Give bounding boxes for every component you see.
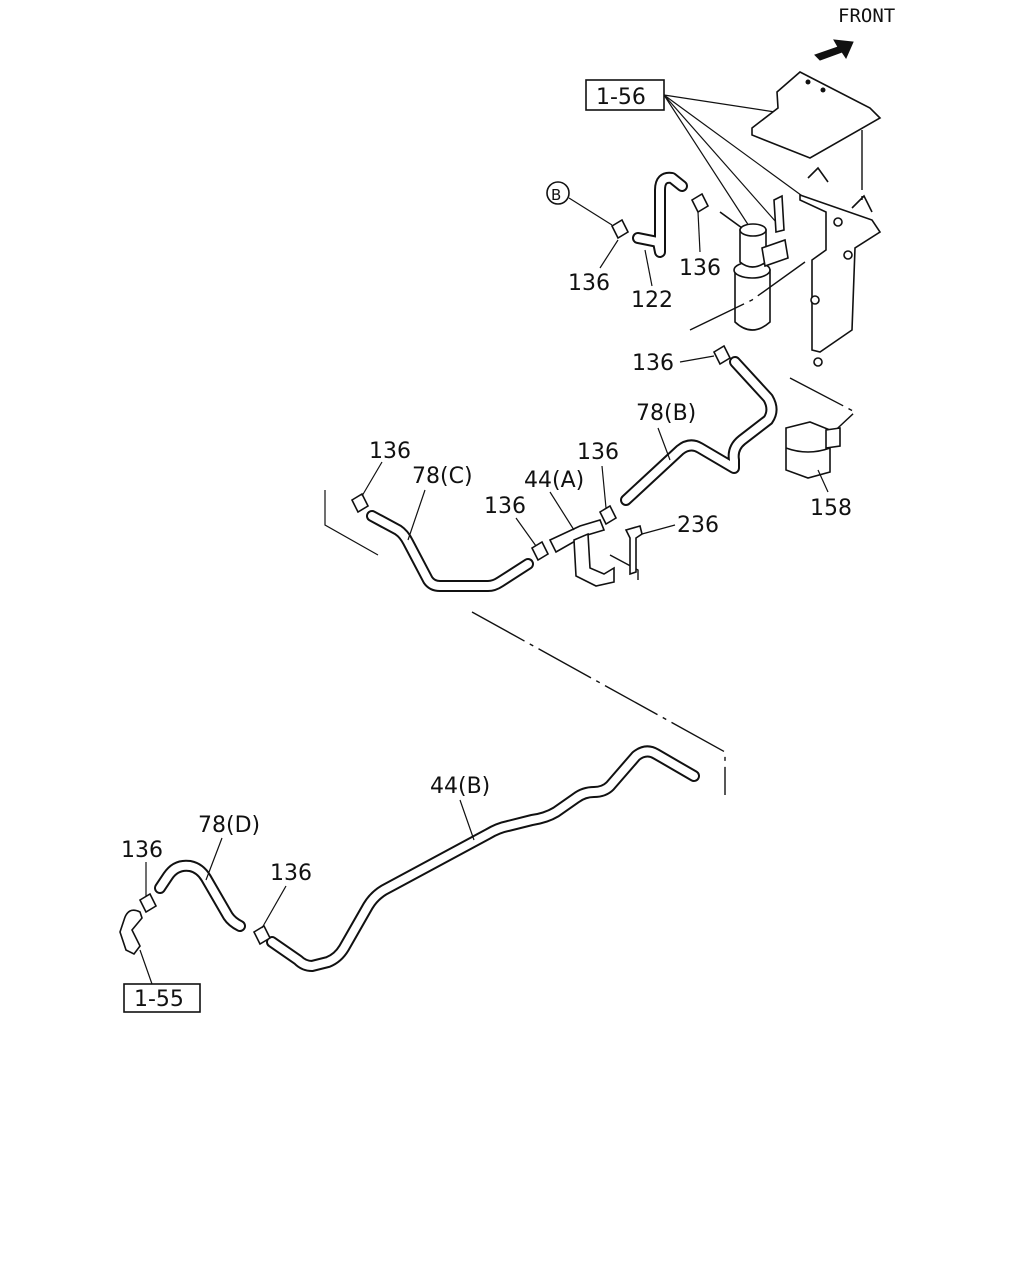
callout-136-bottom-mid: 136 (270, 861, 312, 886)
leader-44b (459, 799, 475, 841)
hose-78c-inner (368, 512, 532, 590)
callout-136-upper: 136 (632, 351, 674, 376)
callout-136-top-left: 136 (568, 271, 610, 296)
callout-136-44a: 136 (577, 440, 619, 465)
callout-78b: 78(B) (636, 401, 696, 426)
clamp-136-d[interactable] (350, 492, 370, 514)
leader-236 (641, 524, 676, 535)
clamp-136-f[interactable] (598, 504, 618, 526)
clamp-136-g[interactable] (138, 892, 158, 914)
callout-136-top-mid: 136 (679, 256, 721, 281)
leader-78b (657, 427, 671, 461)
plate-hole-1 (805, 79, 811, 85)
callout-136-mid: 136 (484, 494, 526, 519)
ref-1-56-label: 1-56 (596, 85, 646, 110)
callout-158: 158 (810, 496, 852, 521)
leader-136-upper (679, 355, 715, 363)
bracket-hole-1 (833, 217, 843, 227)
leader-1-56-c (663, 94, 777, 223)
leader-122 (644, 249, 653, 287)
callout-136-bottom-left: 136 (121, 838, 163, 863)
ref-box-1-55[interactable] (123, 983, 201, 1013)
clamp-136-a[interactable] (610, 218, 630, 240)
hose-78b-inner (622, 358, 776, 504)
leader-78d (205, 837, 223, 881)
callout-236: 236 (677, 513, 719, 538)
left-dash-frame (324, 490, 379, 556)
canister-cap (739, 223, 767, 237)
hose-stub (119, 909, 143, 956)
leader-136-top-left (599, 239, 619, 269)
leader-1-56-d (663, 94, 806, 199)
front-arrow-icon (814, 39, 854, 61)
pipe-44b-inner (268, 747, 698, 970)
bracket-clip-2 (851, 194, 873, 213)
hose-78d-inner (156, 861, 244, 930)
bolt-236[interactable] (624, 525, 643, 576)
bracket-hole-4 (813, 357, 823, 367)
bracket-clip-1 (807, 166, 829, 183)
leader-1-56-a (663, 94, 776, 113)
bracket (799, 193, 882, 353)
bracket-hole-2 (843, 250, 853, 260)
canister-bolt (773, 194, 785, 234)
clamp-158-edge (785, 447, 831, 453)
clamp-136-h[interactable] (252, 924, 272, 946)
leader-circle-b (568, 197, 613, 226)
clamp-158-tab (825, 427, 841, 449)
callout-78d: 78(D) (198, 813, 260, 838)
clamp-136-c[interactable] (712, 344, 732, 366)
callout-44b: 44(B) (430, 774, 490, 799)
leader-1-55 (139, 949, 153, 985)
mounting-plate (751, 71, 882, 159)
ref-box-1-56[interactable] (585, 79, 665, 111)
connection-dash (471, 611, 726, 795)
fitting-44a[interactable] (548, 519, 606, 554)
ref-circle-b-label: B (551, 186, 561, 204)
leader-136-bottom-mid (261, 885, 287, 929)
leader-44a (549, 491, 575, 531)
leader-1-56-b (663, 94, 761, 244)
plate-hole-2 (820, 87, 826, 93)
leader-136-44a (601, 465, 607, 509)
leader-136-mid (515, 517, 537, 547)
clamp-136-b[interactable] (690, 192, 710, 214)
canister-dash (689, 261, 806, 331)
leader-136-top-mid (697, 211, 701, 253)
leader-158 (817, 469, 829, 493)
canister-valve (761, 238, 789, 268)
hose-122-inner (634, 173, 686, 256)
hose-122-link (719, 211, 743, 229)
ref-circle-b[interactable] (546, 181, 570, 205)
callout-136-78c: 136 (369, 439, 411, 464)
clamp-158[interactable] (785, 421, 831, 479)
fitting-dash (609, 554, 639, 580)
leader-78c (407, 489, 426, 541)
callout-122: 122 (631, 288, 673, 313)
front-label: FRONT (838, 5, 895, 27)
clamp-136-e[interactable] (530, 540, 550, 562)
callout-44a: 44(A) (524, 468, 584, 493)
fitting-44a-bracket (573, 532, 615, 587)
leader-136-78c (361, 461, 383, 497)
callout-78c: 78(C) (412, 464, 473, 489)
bracket-hole-3 (810, 295, 820, 305)
ref-1-55-label: 1-55 (134, 987, 184, 1012)
